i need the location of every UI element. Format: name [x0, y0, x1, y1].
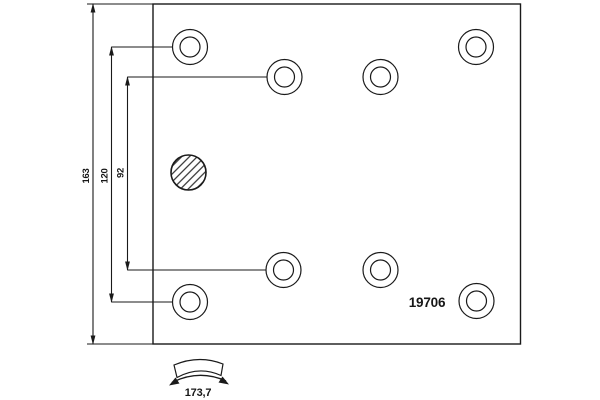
lining-outline: [152, 3, 522, 345]
dimension-outer-holes: 120: [100, 46, 114, 303]
rivet-hole-bottom-right-inner: [362, 251, 399, 289]
dimension-label-inner-holes: 92: [116, 168, 127, 178]
dimension-label-overall: 163: [81, 169, 92, 184]
rivet-hole-top-left-outer: [171, 28, 209, 66]
rivet-hole-top-right-outer: [457, 28, 495, 66]
rivet-hole-top-right-inner: [362, 58, 399, 96]
arrow-right-icon: [218, 376, 229, 385]
dimension-label-outer-holes: 120: [100, 169, 111, 184]
dimension-overall: 163: [81, 3, 96, 345]
arc-length-symbol: 173,7: [169, 358, 229, 399]
curved-lining-profile: [173, 358, 224, 379]
arrow-down-icon: [90, 335, 96, 345]
arrow-up-icon: [125, 76, 130, 86]
rivet-hole-top-left-inner: [266, 58, 303, 96]
hatched-hole: [170, 154, 207, 191]
rivet-hole-bottom-left-inner: [265, 251, 302, 289]
dimension-inner-holes: 92: [116, 76, 130, 271]
arrow-up-icon: [90, 3, 96, 13]
rivet-hole-bottom-right-outer: [458, 282, 495, 320]
arrow-down-icon: [109, 293, 114, 303]
part-number: 19706: [409, 295, 446, 310]
rivet-hole-bottom-left-outer: [171, 283, 209, 321]
arrow-up-icon: [109, 46, 114, 56]
arc-length-label: 173,7: [185, 387, 212, 399]
arrow-left-icon: [169, 377, 180, 386]
arrow-down-icon: [125, 261, 130, 271]
